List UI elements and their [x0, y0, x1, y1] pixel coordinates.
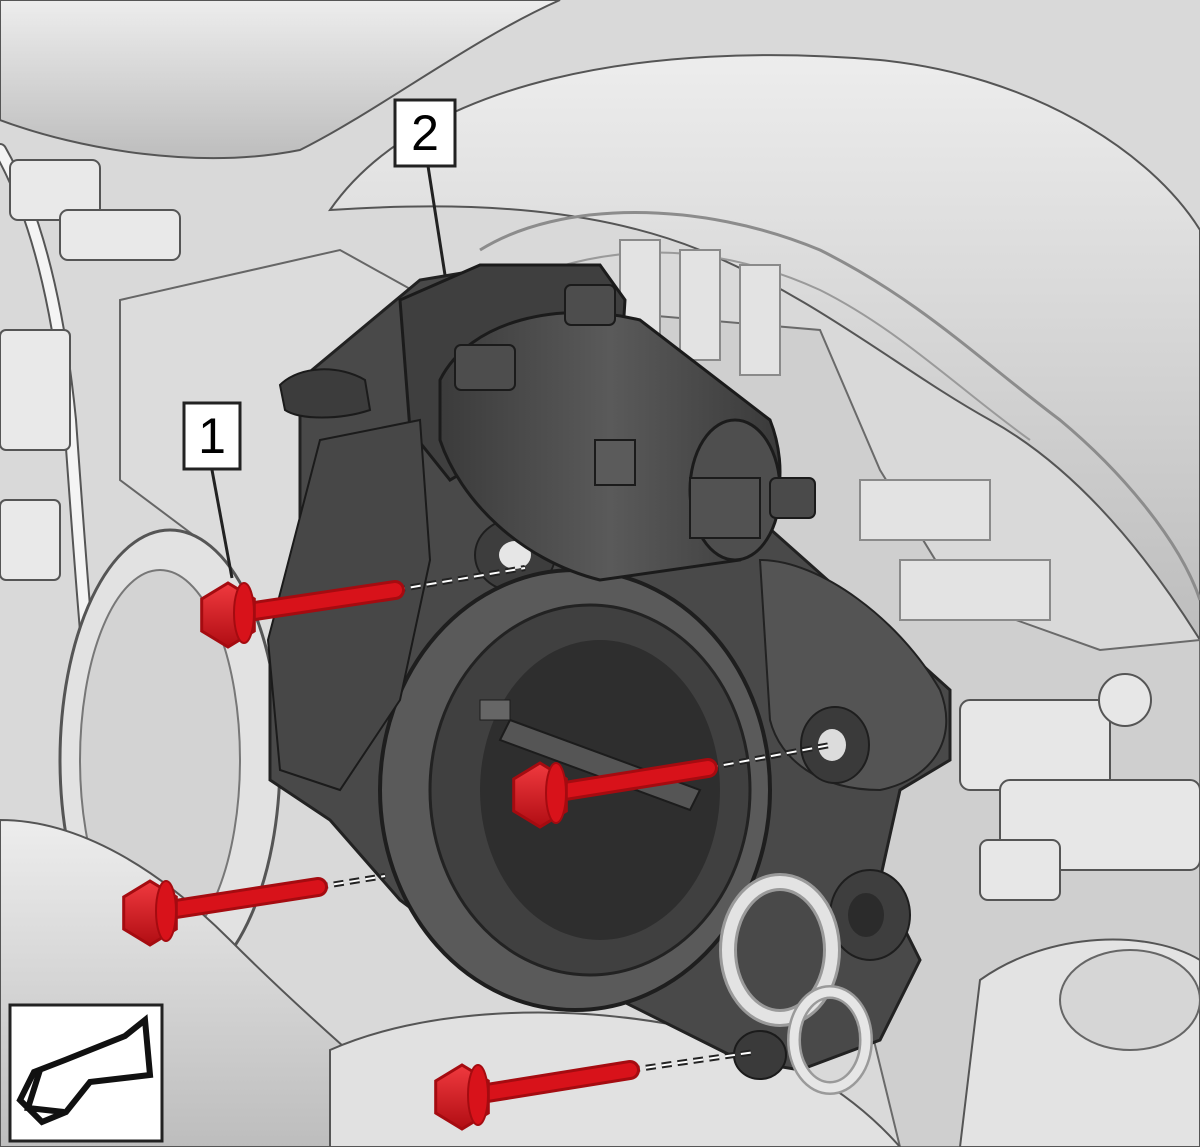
bolt-1 [200, 565, 526, 649]
bolt-3 [122, 873, 386, 947]
bolts-group [122, 565, 831, 1131]
bolt-alignment-line [317, 875, 386, 888]
bolt-flange [233, 582, 255, 644]
bolt-flange [155, 880, 177, 942]
bolt-flange [467, 1064, 489, 1126]
callout-1: 1 [182, 401, 242, 579]
bolt-shank [533, 761, 715, 802]
callout-2-label: 2 [411, 105, 439, 161]
bolt-shank [221, 583, 402, 622]
callout-2-box [393, 98, 457, 168]
callout-1-label: 1 [198, 408, 226, 464]
bolt-alignment-line [707, 744, 831, 769]
bolt-shank [143, 880, 325, 920]
bolt-alignment-line [394, 567, 526, 591]
bolt-alignment-line [629, 1051, 756, 1071]
callout-1-leader-line [210, 469, 234, 579]
callout-2-leader-line [426, 165, 447, 276]
bolt-flange [545, 762, 567, 824]
bolt-2 [512, 742, 831, 829]
callout-2: 2 [393, 98, 457, 276]
front-view-arrow-icon [8, 1003, 164, 1143]
callout-1-box [182, 401, 242, 471]
bolt-shank [455, 1063, 637, 1104]
bolt-4 [434, 1049, 756, 1131]
